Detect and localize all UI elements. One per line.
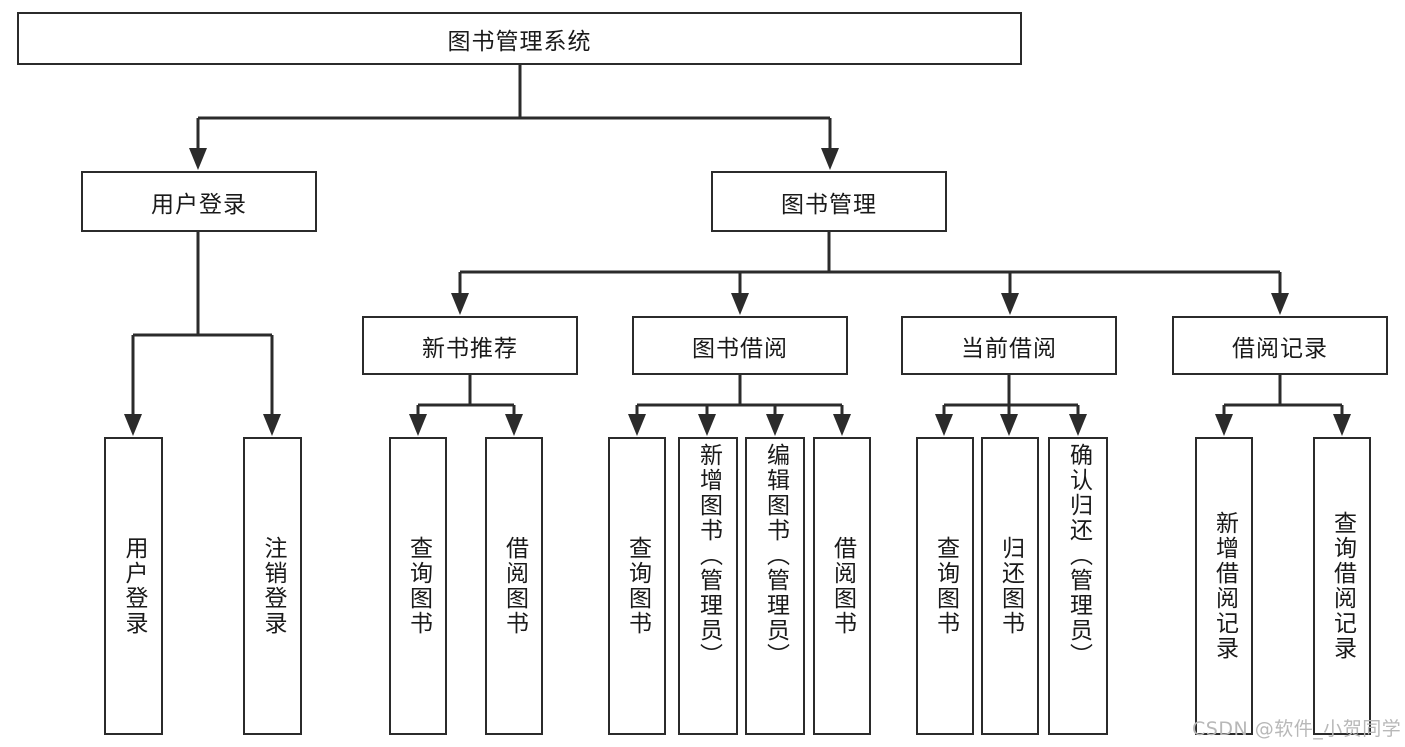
node-leaf-query-book-2[interactable]: 查询图书	[608, 437, 666, 735]
node-label: 新书推荐	[422, 335, 518, 362]
node-label: 借阅记录	[1232, 335, 1328, 362]
node-leaf-query-borrow-record[interactable]: 查询借阅记录	[1313, 437, 1371, 735]
node-book-borrow[interactable]: 图书借阅	[632, 316, 848, 375]
node-leaf-add-book-admin[interactable]: 新增图书（管理员）	[678, 437, 738, 735]
arrowhead-icon	[1333, 414, 1351, 436]
node-label: 用户登录	[151, 191, 247, 218]
node-label: 借阅图书	[829, 536, 856, 636]
node-new-book-recommend[interactable]: 新书推荐	[362, 316, 578, 375]
arrowhead-icon	[628, 414, 646, 436]
connector-arrowheads	[124, 148, 1351, 436]
node-leaf-query-book-3[interactable]: 查询图书	[916, 437, 974, 735]
arrowhead-icon	[935, 414, 953, 436]
node-label: 查询图书	[932, 536, 959, 636]
node-user-login[interactable]: 用户登录	[81, 171, 317, 232]
node-label: 编辑图书（管理员）	[762, 443, 789, 668]
node-label: 当前借阅	[961, 335, 1057, 362]
node-leaf-logout[interactable]: 注销登录	[243, 437, 302, 735]
arrowhead-icon	[1215, 414, 1233, 436]
node-book-manage[interactable]: 图书管理	[711, 171, 947, 232]
arrowhead-icon	[698, 414, 716, 436]
arrowhead-icon	[124, 414, 142, 436]
node-label: 查询图书	[405, 536, 432, 636]
arrowhead-icon	[189, 148, 207, 170]
node-leaf-query-book-1[interactable]: 查询图书	[389, 437, 447, 735]
arrowhead-icon	[821, 148, 839, 170]
node-label: 新增借阅记录	[1211, 511, 1238, 661]
arrowhead-icon	[833, 414, 851, 436]
node-leaf-borrow-book-2[interactable]: 借阅图书	[813, 437, 871, 735]
node-leaf-return-book[interactable]: 归还图书	[981, 437, 1039, 735]
arrowhead-icon	[766, 414, 784, 436]
node-leaf-edit-book-admin[interactable]: 编辑图书（管理员）	[745, 437, 805, 735]
node-label: 借阅图书	[501, 536, 528, 636]
node-label: 注销登录	[260, 536, 286, 636]
arrowhead-icon	[1000, 414, 1018, 436]
arrowhead-icon	[1069, 414, 1087, 436]
arrowhead-icon	[451, 293, 469, 315]
node-label: 归还图书	[997, 536, 1024, 636]
arrowhead-icon	[731, 293, 749, 315]
node-leaf-add-borrow-record[interactable]: 新增借阅记录	[1195, 437, 1253, 735]
node-label: 确认归还（管理员）	[1065, 443, 1092, 668]
csdn-watermark: CSDN @软件_小贺同学	[1192, 718, 1402, 740]
node-leaf-confirm-return-admin[interactable]: 确认归还（管理员）	[1048, 437, 1108, 735]
node-root-root[interactable]: 图书管理系统	[17, 12, 1022, 65]
node-label: 图书借阅	[692, 335, 788, 362]
node-label: 图书管理	[781, 191, 877, 218]
node-leaf-borrow-book-1[interactable]: 借阅图书	[485, 437, 543, 735]
node-label: 查询图书	[624, 536, 651, 636]
node-leaf-user-login[interactable]: 用户登录	[104, 437, 163, 735]
node-label: 查询借阅记录	[1329, 511, 1356, 661]
node-borrow-record[interactable]: 借阅记录	[1172, 316, 1388, 375]
arrowhead-icon	[1001, 293, 1019, 315]
node-label: 图书管理系统	[447, 28, 592, 55]
node-current-borrow[interactable]: 当前借阅	[901, 316, 1117, 375]
node-label: 用户登录	[121, 536, 147, 636]
arrowhead-icon	[263, 414, 281, 436]
arrowhead-icon	[1271, 293, 1289, 315]
node-label: 新增图书（管理员）	[695, 443, 722, 668]
arrowhead-icon	[409, 414, 427, 436]
arrowhead-icon	[505, 414, 523, 436]
